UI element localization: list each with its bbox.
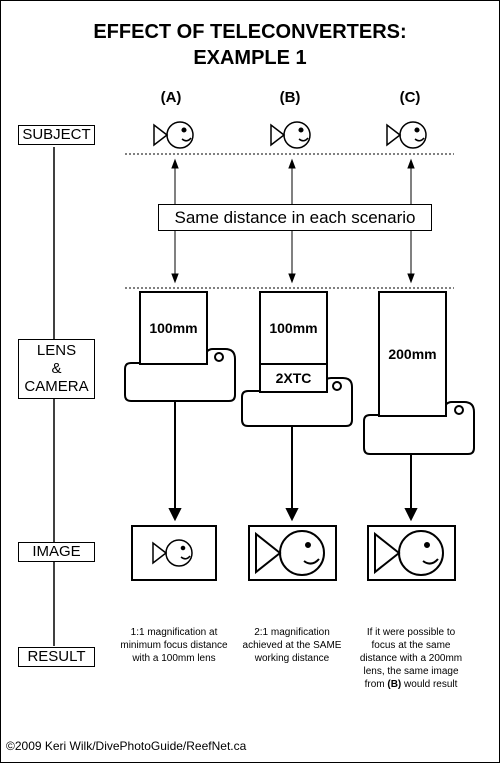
- subject-fish-a: [153, 121, 194, 149]
- teleconverter-b: 2XTC: [259, 363, 328, 393]
- image-frame-b: [248, 525, 337, 581]
- result-text-b: 2:1 magnification achieved at the SAME w…: [242, 627, 342, 664]
- lens-b: 100mm: [259, 291, 328, 365]
- page-title: EFFECT OF TELECONVERTERS: EXAMPLE 1: [1, 19, 499, 71]
- result-text-c: If it were possible to focus at the same…: [356, 626, 466, 691]
- column-label-c: (C): [399, 89, 421, 106]
- image-frame-a: [131, 525, 217, 581]
- subject-fish-c: [386, 121, 427, 149]
- column-label-a: (A): [160, 89, 182, 106]
- lens-c: 200mm: [378, 291, 447, 417]
- stage-lens-line-2: &: [51, 360, 62, 377]
- result-text-c-ref: (B): [387, 679, 402, 690]
- result-text-c-pre: If it were possible to focus at the same…: [359, 627, 463, 690]
- result-text-c-post: would result: [404, 679, 458, 690]
- lens-a: 100mm: [139, 291, 208, 365]
- image-arrows: [168, 401, 418, 522]
- stage-subject: SUBJECT: [18, 125, 95, 145]
- stage-lens-line-1: LENS: [36, 342, 77, 359]
- copyright-credit: ©2009 Keri Wilk/DivePhotoGuide/ReefNet.c…: [6, 739, 247, 753]
- stage-image: IMAGE: [18, 542, 95, 562]
- subject-fish-b: [270, 121, 311, 149]
- title-line-2: EXAMPLE 1: [193, 47, 307, 69]
- stage-result: RESULT: [18, 647, 95, 667]
- stage-lens-line-3: CAMERA: [24, 378, 89, 395]
- distance-label: Same distance in each scenario: [158, 204, 432, 231]
- column-label-b: (B): [279, 89, 301, 106]
- image-frame-c: [367, 525, 456, 581]
- title-line-1: EFFECT OF TELECONVERTERS:: [93, 21, 407, 43]
- result-text-a: 1:1 magnification at minimum focus dista…: [120, 627, 228, 664]
- stage-lens-camera: LENS & CAMERA: [18, 339, 95, 399]
